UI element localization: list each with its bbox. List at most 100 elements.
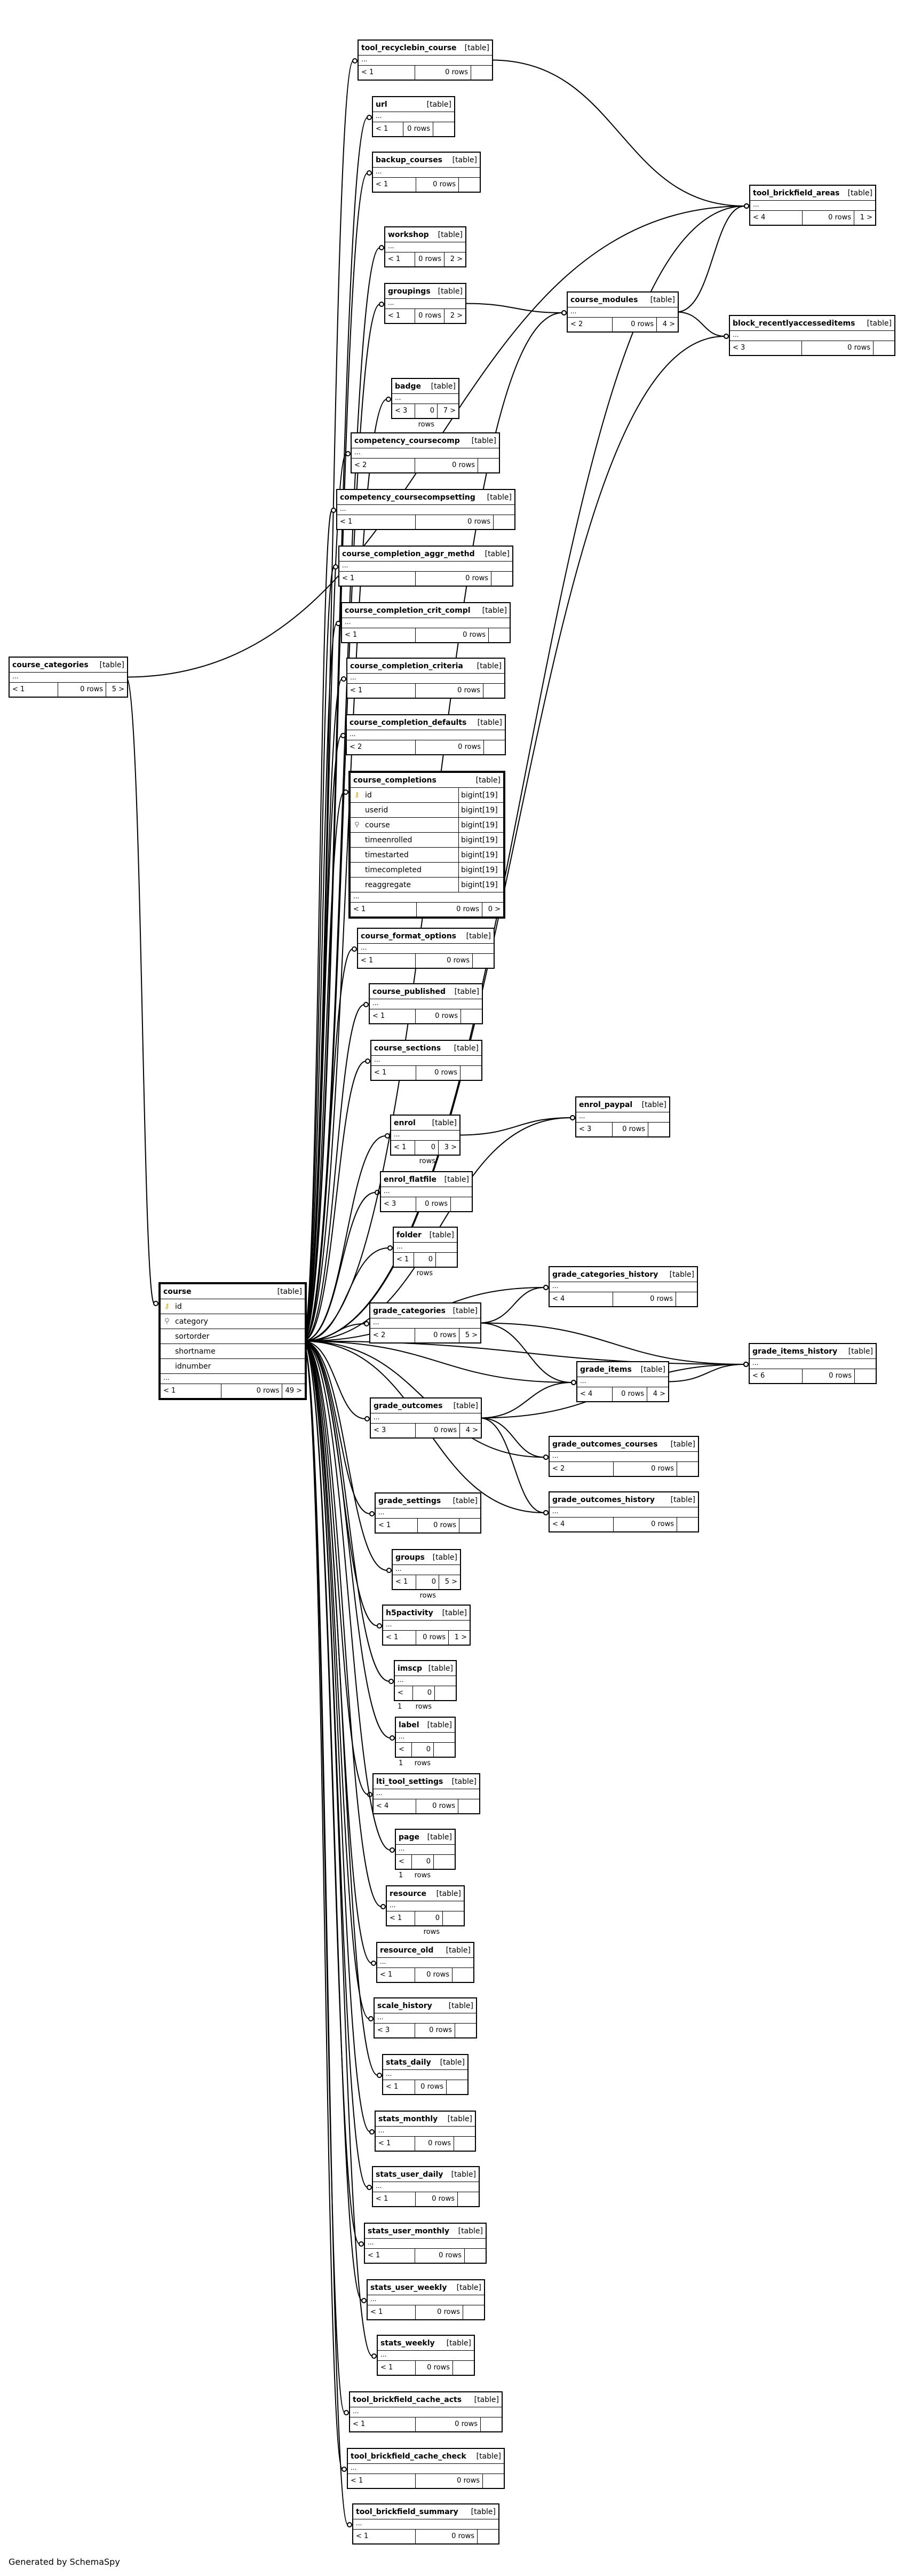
parents-count[interactable]: < 4 bbox=[552, 1295, 565, 1303]
parents-count[interactable]: < 1 bbox=[342, 574, 355, 582]
children-count[interactable] bbox=[454, 2137, 475, 2151]
parents-count[interactable]: < 3 bbox=[384, 1200, 396, 1208]
row-count[interactable]: 0 rows bbox=[411, 1743, 433, 1767]
children-count[interactable]: 7 > bbox=[437, 404, 458, 418]
row-count[interactable]: 0 rows bbox=[414, 309, 444, 323]
parents-count[interactable]: < 4 bbox=[552, 1520, 565, 1528]
parents-count[interactable]: < 3 bbox=[579, 1125, 592, 1133]
row-count[interactable]: 0 rows bbox=[612, 1387, 647, 1401]
row-count[interactable]: 0 rows bbox=[414, 404, 438, 429]
children-count[interactable] bbox=[471, 66, 492, 80]
parents-count[interactable]: < 2 bbox=[552, 1465, 565, 1473]
children-count[interactable] bbox=[442, 1911, 464, 1925]
children-count[interactable] bbox=[493, 515, 514, 529]
table-block-recentlyaccesseditems[interactable]: block_recentlyaccesseditems[table]...< 3… bbox=[729, 315, 895, 356]
row-count[interactable]: 0 rows bbox=[415, 2361, 453, 2375]
parents-count[interactable]: < 1 bbox=[370, 2308, 383, 2316]
children-count[interactable] bbox=[472, 954, 494, 968]
parents-count[interactable]: < 1 bbox=[361, 957, 374, 965]
row-count[interactable]: 0 rows bbox=[414, 459, 478, 472]
table-competency-coursecompsetting[interactable]: competency_coursecompsetting[table]...< … bbox=[336, 489, 515, 530]
children-count[interactable] bbox=[452, 1968, 473, 1982]
children-count[interactable] bbox=[435, 1253, 457, 1267]
row-count[interactable]: 0 rows bbox=[415, 1066, 461, 1080]
parents-count[interactable]: < 1 bbox=[350, 686, 363, 694]
row-count[interactable]: 0 rows bbox=[415, 2474, 483, 2488]
children-count[interactable]: 4 > bbox=[647, 1387, 668, 1401]
children-count[interactable] bbox=[460, 1066, 481, 1080]
row-count[interactable]: 0 rows bbox=[801, 211, 854, 225]
children-count[interactable] bbox=[433, 122, 454, 136]
parents-count[interactable]: < 2 bbox=[373, 1331, 386, 1339]
parents-count[interactable]: < 1 bbox=[394, 1143, 407, 1151]
parents-count[interactable]: < 1 bbox=[351, 2477, 363, 2485]
table-course-completion-crit-compl[interactable]: course_completion_crit_compl[table]...< … bbox=[341, 602, 511, 643]
children-count[interactable] bbox=[433, 1855, 455, 1869]
row-count[interactable]: 0 rows bbox=[417, 1519, 459, 1532]
children-count[interactable] bbox=[446, 2080, 467, 2094]
row-count[interactable]: 0 rows bbox=[414, 1911, 443, 1936]
row-count[interactable]: 0 rows bbox=[412, 1686, 434, 1711]
parents-count[interactable]: < 1 bbox=[163, 1387, 176, 1395]
children-count[interactable] bbox=[478, 459, 499, 472]
parents-count[interactable]: < 1 bbox=[345, 631, 358, 639]
children-count[interactable]: 1 > bbox=[448, 1631, 470, 1645]
row-count[interactable]: 0 rows bbox=[416, 903, 482, 916]
row-count[interactable]: 0 rows bbox=[613, 1518, 677, 1531]
row-count[interactable]: 0 rows bbox=[414, 2080, 447, 2094]
children-count[interactable]: 2 > bbox=[444, 309, 465, 323]
children-count[interactable] bbox=[434, 1686, 456, 1700]
parents-count[interactable]: < 1 bbox=[378, 1521, 391, 1529]
parents-count[interactable]: < 1 bbox=[376, 180, 388, 188]
row-count[interactable]: 0 rows bbox=[415, 178, 459, 192]
row-count[interactable]: 0 rows bbox=[414, 2249, 465, 2263]
children-count[interactable] bbox=[483, 740, 505, 754]
row-count[interactable]: 0 rows bbox=[415, 2530, 478, 2543]
children-count[interactable] bbox=[648, 1123, 669, 1136]
children-count[interactable]: 4 > bbox=[656, 318, 678, 331]
parents-count[interactable]: < 3 bbox=[377, 2026, 390, 2034]
children-count[interactable] bbox=[873, 341, 894, 355]
parents-count[interactable]: < 6 bbox=[752, 1372, 765, 1380]
children-count[interactable] bbox=[464, 2249, 486, 2263]
children-count[interactable]: 5 > bbox=[439, 1575, 460, 1589]
row-count[interactable]: 0 rows bbox=[415, 515, 494, 529]
row-count[interactable]: 0 rows bbox=[411, 1855, 433, 1879]
parents-count[interactable]: < 1 bbox=[396, 1255, 409, 1263]
row-count[interactable]: 0 rows bbox=[414, 1141, 439, 1165]
children-count[interactable]: 4 > bbox=[459, 1424, 481, 1437]
parents-count[interactable]: < 4 bbox=[376, 1802, 389, 1810]
children-count[interactable]: 2 > bbox=[444, 252, 465, 266]
children-count[interactable] bbox=[677, 1518, 698, 1531]
children-count[interactable] bbox=[491, 572, 512, 586]
children-count[interactable] bbox=[482, 2474, 504, 2488]
children-count[interactable]: 49 > bbox=[282, 1384, 305, 1398]
row-count[interactable]: 0 rows bbox=[414, 2024, 455, 2037]
parents-count[interactable]: < 1 bbox=[356, 2532, 369, 2540]
row-count[interactable]: 0 rows bbox=[415, 572, 491, 586]
row-count[interactable]: 0 rows bbox=[415, 954, 473, 968]
row-count[interactable]: 0 rows bbox=[414, 2137, 454, 2151]
children-count[interactable] bbox=[458, 1799, 479, 1813]
